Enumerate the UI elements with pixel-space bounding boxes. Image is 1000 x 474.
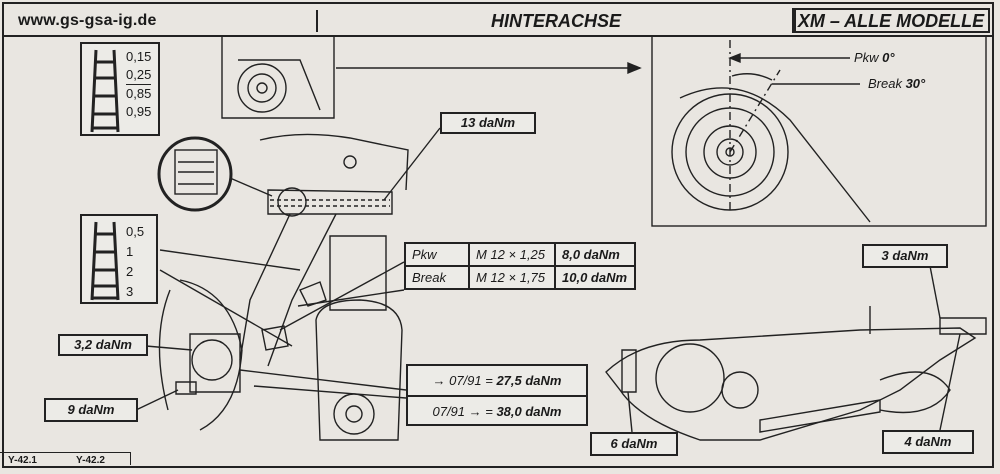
spec-torque-cell: 10,0 daNm	[554, 265, 636, 290]
ladder-icon	[90, 49, 120, 133]
torque-label-3-2: 3,2 daNm	[58, 334, 148, 356]
pivot-shaft	[267, 189, 393, 215]
table-row: Break M 12 × 1,75 10,0 daNm	[404, 265, 636, 290]
date-after-value: 38,0 daNm	[496, 404, 562, 419]
spec-thread-cell: M 12 × 1,75	[468, 265, 556, 290]
shim-top-value-3: 0,85	[126, 86, 152, 101]
shim-mid-value-3: 2	[126, 264, 134, 279]
table-row: Pkw M 12 × 1,25 8,0 daNm	[404, 242, 636, 267]
torque-label-6: 6 daNm	[590, 432, 678, 456]
spec-thread-cell: M 12 × 1,25	[468, 242, 556, 267]
shim-top-value-2: 0,25	[126, 66, 152, 85]
spec-table: Pkw M 12 × 1,25 8,0 daNm Break M 12 × 1,…	[404, 242, 636, 290]
spec-torque-cell: 8,0 daNm	[554, 242, 636, 267]
date-torque-box: → 07/91 = 27,5 daNm 07/91 → = 38,0 daNm	[406, 364, 588, 426]
pivot-outer-circle	[237, 63, 287, 113]
shim-mid-value-4: 3	[126, 284, 134, 299]
torque-label-13: 13 daNm	[440, 112, 536, 134]
shim-top-value-1: 0,15	[126, 49, 152, 64]
shim-mid-value-2: 1	[126, 244, 134, 259]
trailing-arm	[605, 327, 977, 441]
date-after-row: 07/91 → = 38,0 daNm	[408, 395, 586, 426]
hub-circle	[191, 339, 233, 381]
date-before-row: → 07/91 = 27,5 daNm	[432, 373, 562, 388]
angle-label-pkw: Pkw 0°	[854, 50, 895, 65]
angle-label-break: Break 30°	[868, 76, 926, 91]
angle-inset-frame	[651, 35, 987, 227]
shim-ladder-mid: 0,5 1 2 3	[80, 214, 158, 304]
footer-ref-1: Y-42.1	[8, 455, 37, 466]
footer-ref-2: Y-42.2	[76, 455, 105, 466]
model-label: XM – ALLE MODELLE	[792, 8, 990, 33]
magnifier-circle	[157, 136, 233, 212]
shim-mid-value-1: 0,5	[126, 224, 145, 239]
shim-top-value-4: 0,95	[126, 104, 152, 119]
footer-box	[0, 452, 131, 465]
ladder-icon	[90, 221, 120, 301]
diagram-sheet: www.gs-gsa-ig.de HINTERACHSE XM – ALLE M…	[2, 2, 994, 468]
torque-label-9: 9 daNm	[44, 398, 138, 422]
header-bar: www.gs-gsa-ig.de HINTERACHSE XM – ALLE M…	[4, 4, 992, 37]
shock-body	[315, 299, 403, 441]
page-title: HINTERACHSE	[316, 10, 796, 32]
shim-ladder-top: 0,15 0,25 0,85 0,95	[80, 42, 160, 136]
date-before-value: 27,5 daNm	[496, 373, 562, 388]
website-label: www.gs-gsa-ig.de	[18, 12, 157, 29]
pivot-inset-frame	[221, 36, 335, 119]
spec-vehicle-cell: Break	[404, 265, 470, 290]
torque-label-3: 3 daNm	[862, 244, 948, 268]
spec-vehicle-cell: Pkw	[404, 242, 470, 267]
torque-label-4: 4 daNm	[882, 430, 974, 454]
